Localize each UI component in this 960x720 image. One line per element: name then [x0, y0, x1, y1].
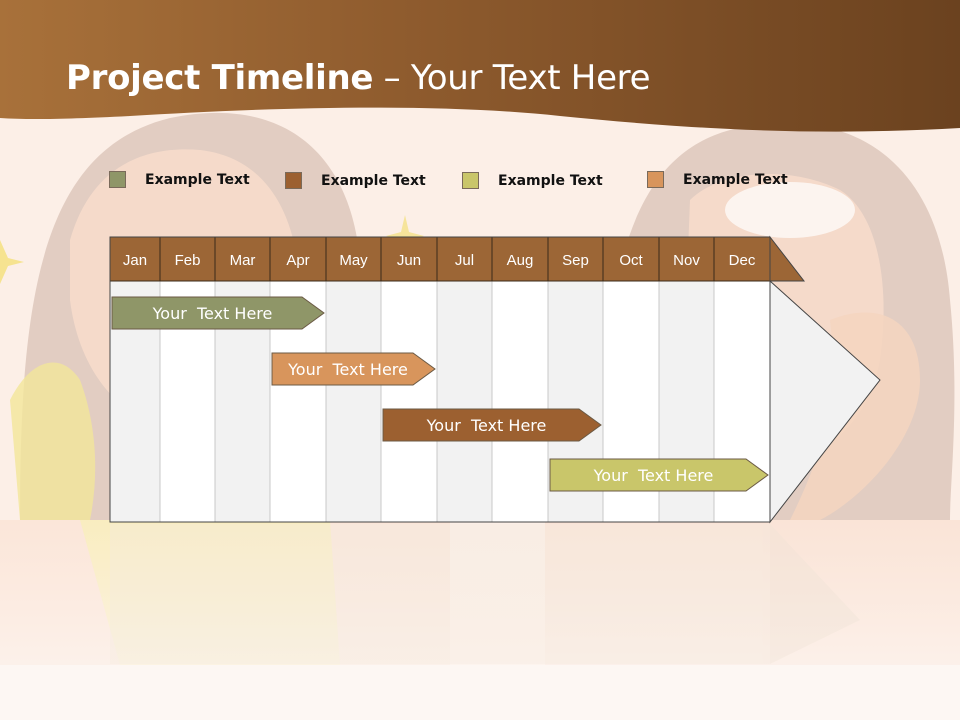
- month-header-cell: [159, 236, 216, 282]
- task-label: Your Text Here: [287, 360, 408, 379]
- title-bold: Project Timeline: [66, 58, 374, 98]
- month-column: [325, 280, 382, 523]
- month-header-cell: [269, 236, 327, 282]
- task-label: Your Text Here: [426, 416, 547, 435]
- legend-item-4: Example Text: [647, 171, 788, 188]
- task-arrow-shape: [111, 296, 325, 330]
- timeline-arrow-head: [769, 279, 881, 524]
- task-bar-3: Your Text Here: [382, 408, 602, 442]
- legend-item-1: Example Text: [109, 171, 250, 188]
- legend-label-3: Example Text: [498, 172, 603, 189]
- legend-item-2: Example Text: [285, 172, 426, 189]
- reflection-body: [110, 524, 770, 664]
- task-bar-1: Your Text Here: [111, 296, 325, 330]
- task-arrow-shape: [382, 408, 602, 442]
- month-header-cell: [325, 236, 382, 282]
- task-bar-2: Your Text Here: [271, 352, 436, 386]
- month-label: Jan: [123, 252, 147, 269]
- month-label: Oct: [619, 252, 643, 269]
- task-label: Your Text Here: [593, 466, 714, 485]
- month-column: [380, 280, 438, 523]
- legend-swatch-tan: [647, 171, 664, 188]
- task-arrow-shape: [549, 458, 769, 492]
- header-arrow-tip: [769, 235, 806, 282]
- month-label: Feb: [175, 252, 201, 269]
- month-header-cell: [436, 236, 493, 282]
- month-header-cell: [214, 236, 271, 282]
- month-label: May: [339, 252, 368, 269]
- reflection-arrow: [770, 524, 860, 664]
- timeline-frame: [109, 236, 771, 523]
- title-rest: – Your Text Here: [373, 58, 651, 98]
- month-label: Mar: [230, 252, 256, 269]
- month-label: Dec: [729, 252, 756, 269]
- timeline-reflection: [110, 524, 860, 664]
- month-label: Jun: [397, 252, 421, 269]
- month-label: Aug: [507, 252, 534, 269]
- legend-label-1: Example Text: [145, 171, 250, 188]
- month-label: Apr: [286, 252, 309, 269]
- task-bar-4: Your Text Here: [549, 458, 769, 492]
- legend-item-3: Example Text: [462, 172, 603, 189]
- legend-label-2: Example Text: [321, 172, 426, 189]
- month-label: Jul: [455, 252, 474, 269]
- legend-swatch-lime: [462, 172, 479, 189]
- legend-swatch-olive: [109, 171, 126, 188]
- month-column: [491, 280, 549, 523]
- month-label: Nov: [673, 252, 700, 269]
- task-arrow-shape: [271, 352, 436, 386]
- task-label: Your Text Here: [152, 304, 273, 323]
- month-label: Sep: [562, 252, 589, 269]
- month-column: [436, 280, 493, 523]
- slide-title: Project Timeline – Your Text Here: [66, 58, 651, 98]
- month-header-cell: [602, 236, 660, 282]
- legend-swatch-rust: [285, 172, 302, 189]
- legend-label-4: Example Text: [683, 171, 788, 188]
